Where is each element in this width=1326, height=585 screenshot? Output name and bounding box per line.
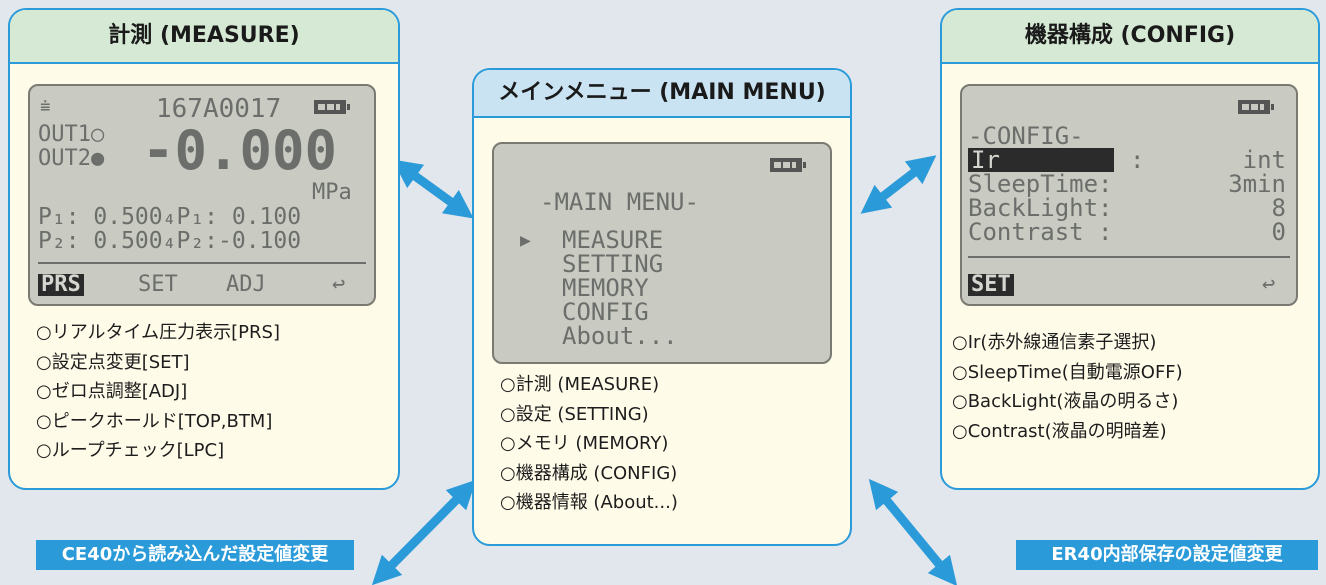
pressure-unit: MPa: [312, 180, 352, 205]
config-row-ir-colon: :: [1130, 146, 1145, 174]
set-softkey[interactable]: SET: [968, 274, 1014, 296]
battery-icon: [1238, 100, 1274, 114]
list-item: ○ループチェック[LPC]: [36, 440, 225, 461]
config-row-sleeptime-label[interactable]: SleepTime:: [968, 170, 1113, 198]
list-item: ○リアルタイム圧力表示[PRS]: [36, 322, 280, 343]
config-heading: -CONFIG-: [968, 122, 1084, 150]
arrow-main-config: [860, 155, 937, 214]
ce40-settings-tag: CE40から読み込んだ設定値変更: [36, 540, 354, 570]
measure-panel-title: 計測 (MEASURE): [10, 10, 398, 64]
arrow-measure-main: [392, 159, 474, 219]
arrow-main-lower-left: [371, 479, 477, 585]
setpoint-row-2: P₂: 0.500₄P₂:-0.100: [38, 228, 302, 254]
arrow-main-lower-right: [868, 478, 958, 585]
list-item: ○Ir(赤外線通信素子選択): [952, 332, 1157, 353]
list-item: ○メモリ (MEMORY): [500, 433, 669, 454]
out2-indicator: OUT2●: [38, 146, 105, 171]
config-row-ir-value: int: [1242, 146, 1286, 174]
config-row-ir-label[interactable]: Ir: [968, 148, 1114, 172]
menu-item-setting[interactable]: SETTING: [562, 250, 664, 278]
pressure-reading: -0.000: [142, 119, 338, 182]
main-menu-panel: メインメニュー (MAIN MENU) -MAIN MENU- ▶ MEASUR…: [472, 68, 852, 546]
out1-indicator: OUT1○: [38, 122, 105, 147]
set-softkey[interactable]: SET: [138, 272, 178, 297]
config-row-sleeptime-value: 3min: [1228, 170, 1286, 198]
er40-settings-tag: ER40内部保存の設定値変更: [1016, 540, 1318, 570]
config-row-contrast-value: 0: [1271, 218, 1286, 246]
back-icon[interactable]: ↩: [1262, 272, 1276, 297]
adj-softkey[interactable]: ADJ: [226, 272, 266, 297]
list-item: ○BackLight(液晶の明るさ): [952, 391, 1179, 412]
menu-item-memory[interactable]: MEMORY: [562, 274, 649, 302]
config-row-backlight-value: 8: [1271, 194, 1286, 222]
setpoint-row-1: P₁: 0.500₄P₁: 0.100: [38, 204, 302, 230]
main-menu-lcd: -MAIN MENU- ▶ MEASURE SETTING MEMORY CON…: [492, 142, 832, 364]
config-panel-title: 機器構成 (CONFIG): [942, 10, 1318, 64]
list-item: ○機器情報 (About...): [500, 492, 678, 513]
antenna-icon: ⩧: [40, 96, 51, 117]
list-item: ○ゼロ点調整[ADJ]: [36, 381, 188, 402]
list-item: ○計測 (MEASURE): [500, 374, 660, 395]
list-item: ○SleepTime(自動電源OFF): [952, 361, 1183, 383]
back-icon[interactable]: ↩: [332, 272, 346, 297]
config-row-backlight-label[interactable]: BackLight:: [968, 194, 1113, 222]
config-row-contrast-label[interactable]: Contrast :: [968, 218, 1113, 246]
serial-number: 167A0017: [156, 94, 282, 124]
battery-icon: [314, 100, 350, 114]
menu-item-config[interactable]: CONFIG: [562, 298, 649, 326]
menu-item-measure[interactable]: MEASURE: [562, 226, 664, 254]
lcd-divider: [968, 256, 1290, 258]
measure-lcd: ⩧ 167A0017 OUT1○ OUT2● -0.000 MPa P₁: 0.…: [28, 84, 376, 306]
menu-heading: -MAIN MENU-: [540, 188, 699, 216]
prs-softkey[interactable]: PRS: [38, 274, 84, 296]
lcd-divider: [38, 262, 366, 264]
menu-cursor-icon: ▶: [520, 230, 531, 251]
measure-panel: 計測 (MEASURE) ⩧ 167A0017 OUT1○ OUT2● -0.0…: [8, 8, 400, 490]
list-item: ○設定点変更[SET]: [36, 351, 190, 373]
main-menu-panel-title: メインメニュー (MAIN MENU): [474, 70, 850, 118]
battery-icon: [770, 158, 806, 172]
list-item: ○ピークホールド[TOP,BTM]: [36, 410, 273, 432]
list-item: ○設定 (SETTING): [500, 403, 649, 425]
config-panel: 機器構成 (CONFIG) -CONFIG- Ir : int SleepTim…: [940, 8, 1320, 490]
main-menu-feature-list: ○計測 (MEASURE) ○設定 (SETTING) ○メモリ (MEMORY…: [500, 370, 678, 518]
list-item: ○機器構成 (CONFIG): [500, 462, 678, 484]
config-lcd: -CONFIG- Ir : int SleepTime: 3min BackLi…: [960, 84, 1298, 306]
config-feature-list: ○Ir(赤外線通信素子選択) ○SleepTime(自動電源OFF) ○Back…: [952, 328, 1183, 446]
menu-item-about[interactable]: About...: [562, 322, 678, 350]
measure-feature-list: ○リアルタイム圧力表示[PRS] ○設定点変更[SET] ○ゼロ点調整[ADJ]…: [36, 318, 280, 466]
list-item: ○Contrast(液晶の明暗差): [952, 420, 1167, 442]
